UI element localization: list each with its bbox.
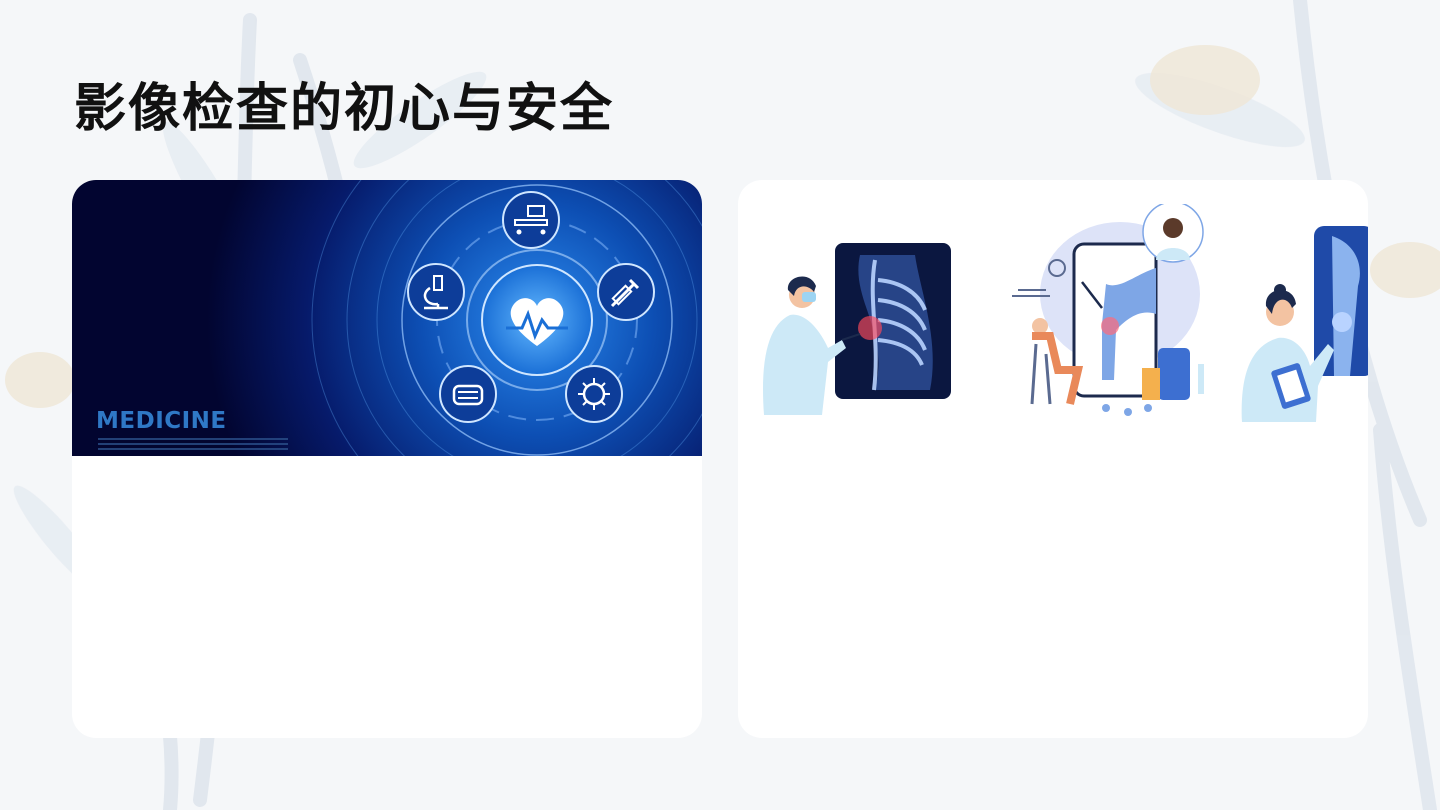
face-mask-icon	[439, 365, 497, 423]
heart-pulse-icon	[506, 298, 568, 346]
microscope-icon	[407, 263, 465, 321]
doctor-xray-spine-illustration	[763, 243, 951, 415]
doctor-phone-knee-illustration	[1012, 204, 1204, 416]
hospital-bed-icon	[502, 191, 560, 249]
doctor-clipboard-illustration	[1241, 226, 1368, 422]
virus-icon	[565, 365, 623, 423]
medicine-banner-text: MEDICINE	[96, 408, 227, 434]
page-title: 影像检查的初心与安全	[74, 78, 615, 139]
medicine-card: MEDICINE	[72, 180, 702, 738]
syringe-icon	[597, 263, 655, 321]
illustration-card	[738, 180, 1368, 738]
banner-fine-print	[98, 438, 288, 453]
